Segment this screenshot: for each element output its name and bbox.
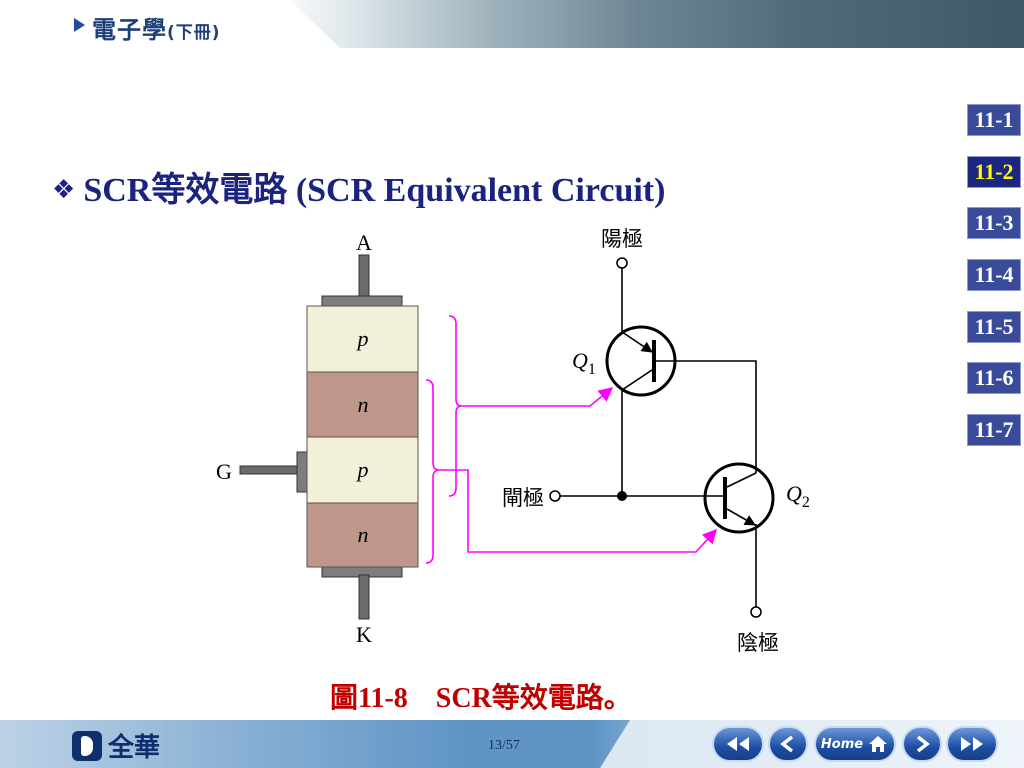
slide-title-text: SCR等效電路 (SCR Equivalent Circuit): [83, 172, 666, 209]
terminal-gate-label: G: [216, 459, 232, 484]
double-chevron-right-icon: [961, 737, 983, 751]
home-button[interactable]: Home: [814, 726, 896, 762]
diamond-bullet-icon: ❖: [52, 175, 76, 205]
book-title-sub: (下冊): [167, 23, 221, 43]
gate-terminal: [549, 490, 561, 502]
label-gate: 閘極: [502, 486, 544, 510]
gate-plate: [296, 451, 308, 493]
book-title: 電子學(下冊): [92, 10, 221, 45]
house-icon: [869, 736, 888, 752]
layer-n-bottom: [306, 502, 419, 568]
arrow-to-q1: [462, 387, 614, 407]
label-cathode: 陰極: [737, 631, 779, 655]
book-title-main: 電子學: [92, 16, 167, 44]
scr-equivalent-diagram: p n p n A K G 陽極 閘極 陰極 Q1 Q2: [216, 227, 810, 655]
layer-label-4: n: [358, 522, 369, 547]
chevron-right-icon: [916, 735, 930, 753]
publisher-logo-text: 全華: [108, 733, 161, 763]
first-page-button[interactable]: [712, 726, 764, 762]
cathode-terminal: [750, 606, 762, 618]
page-number: 13/57: [488, 738, 520, 753]
q2-letter: Q: [786, 481, 802, 506]
q1-label: Q1: [572, 348, 596, 378]
layer-label-1: p: [356, 326, 369, 351]
nav-section-11-2[interactable]: 11-2: [967, 156, 1021, 188]
layer-n-top: [306, 371, 419, 438]
terminal-cathode-label: K: [356, 622, 372, 647]
q2-transistor-body: [703, 462, 775, 534]
nav-section-11-4[interactable]: 11-4: [967, 259, 1021, 291]
slide-title: ❖SCR等效電路 (SCR Equivalent Circuit): [52, 162, 665, 211]
layer-p-bottom: [306, 436, 419, 504]
junction-node: [617, 491, 627, 501]
arrow-to-q2: [439, 469, 717, 553]
q1-subscript: 1: [588, 361, 596, 378]
nav-section-11-3[interactable]: 11-3: [967, 207, 1021, 239]
anode-terminal: [616, 257, 628, 269]
wire-q1-base-q2-collector: [654, 360, 757, 473]
label-anode: 陽極: [601, 227, 643, 251]
anode-plate: [321, 295, 403, 307]
double-chevron-left-icon: [727, 737, 749, 751]
q2-emitter: [726, 508, 756, 526]
q1-collector: [621, 369, 653, 391]
gate-lead: [239, 465, 301, 475]
cathode-lead: [358, 574, 370, 620]
q1-letter: Q: [572, 348, 588, 373]
q2-collector: [726, 472, 757, 488]
layer-label-3: p: [356, 457, 369, 482]
layer-label-2: n: [358, 392, 369, 417]
anode-lead: [358, 254, 370, 300]
previous-page-button[interactable]: [768, 726, 808, 762]
q1-emitter: [621, 331, 653, 353]
last-page-button[interactable]: [946, 726, 998, 762]
q2-subscript: 2: [802, 494, 810, 511]
home-button-label: Home: [820, 736, 864, 752]
nav-section-11-1[interactable]: 11-1: [967, 104, 1021, 136]
nav-section-11-5[interactable]: 11-5: [967, 311, 1021, 343]
publisher-logo: 全華: [72, 727, 160, 764]
chevron-left-icon: [780, 735, 794, 753]
publisher-logo-icon: [72, 730, 102, 761]
next-page-button[interactable]: [902, 726, 942, 762]
header-arrow-icon: [74, 18, 85, 32]
brace-q2: [425, 379, 440, 564]
figure-caption: 圖11-8 SCR等效電路。: [330, 683, 632, 714]
header-white-panel: [0, 0, 340, 48]
nav-section-11-7[interactable]: 11-7: [967, 414, 1021, 446]
nav-section-11-6[interactable]: 11-6: [967, 362, 1021, 394]
layer-p-top: [306, 305, 419, 373]
q2-label: Q2: [786, 481, 810, 511]
terminal-anode-label: A: [356, 230, 372, 255]
brace-q1: [448, 315, 463, 497]
